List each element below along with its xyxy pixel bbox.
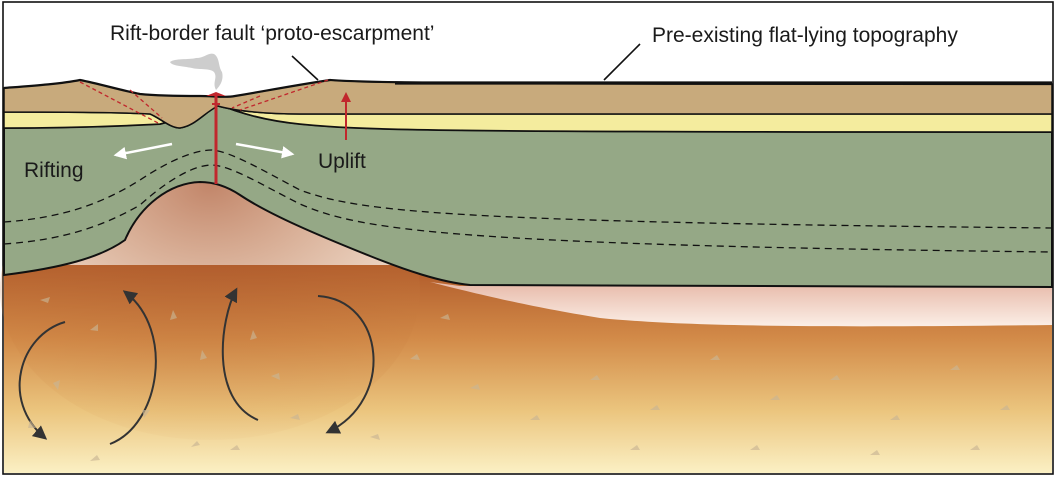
volcanic-smoke	[170, 53, 223, 90]
mantle-flow-arrows	[28, 297, 1010, 461]
crust-dashed-line-1	[3, 149, 1053, 229]
convection-arrow-4	[317, 295, 375, 434]
topography-leader-line	[603, 43, 641, 81]
fault-leader-line	[291, 55, 319, 81]
convection-arrow-3	[221, 287, 259, 421]
pink-lithosphere-layer	[430, 282, 1052, 327]
topography-label: Pre-existing flat-lying topography	[652, 24, 958, 47]
fault-line-left	[79, 81, 161, 125]
fault-label: Rift-border fault ‘proto-escarpment’	[110, 22, 434, 45]
fault-line-left-2	[129, 89, 163, 119]
uplift-label: Uplift	[318, 150, 366, 173]
rifting-arrow-left	[113, 142, 173, 160]
rifting-label: Rifting	[24, 159, 84, 182]
fault-line-right-2	[231, 95, 261, 109]
magma-vent	[206, 92, 226, 96]
fault-line-right	[239, 79, 329, 111]
convection-arrow-2	[109, 290, 157, 445]
rifting-arrow-right	[235, 142, 295, 159]
crust-dashed-line-2	[3, 164, 1053, 253]
